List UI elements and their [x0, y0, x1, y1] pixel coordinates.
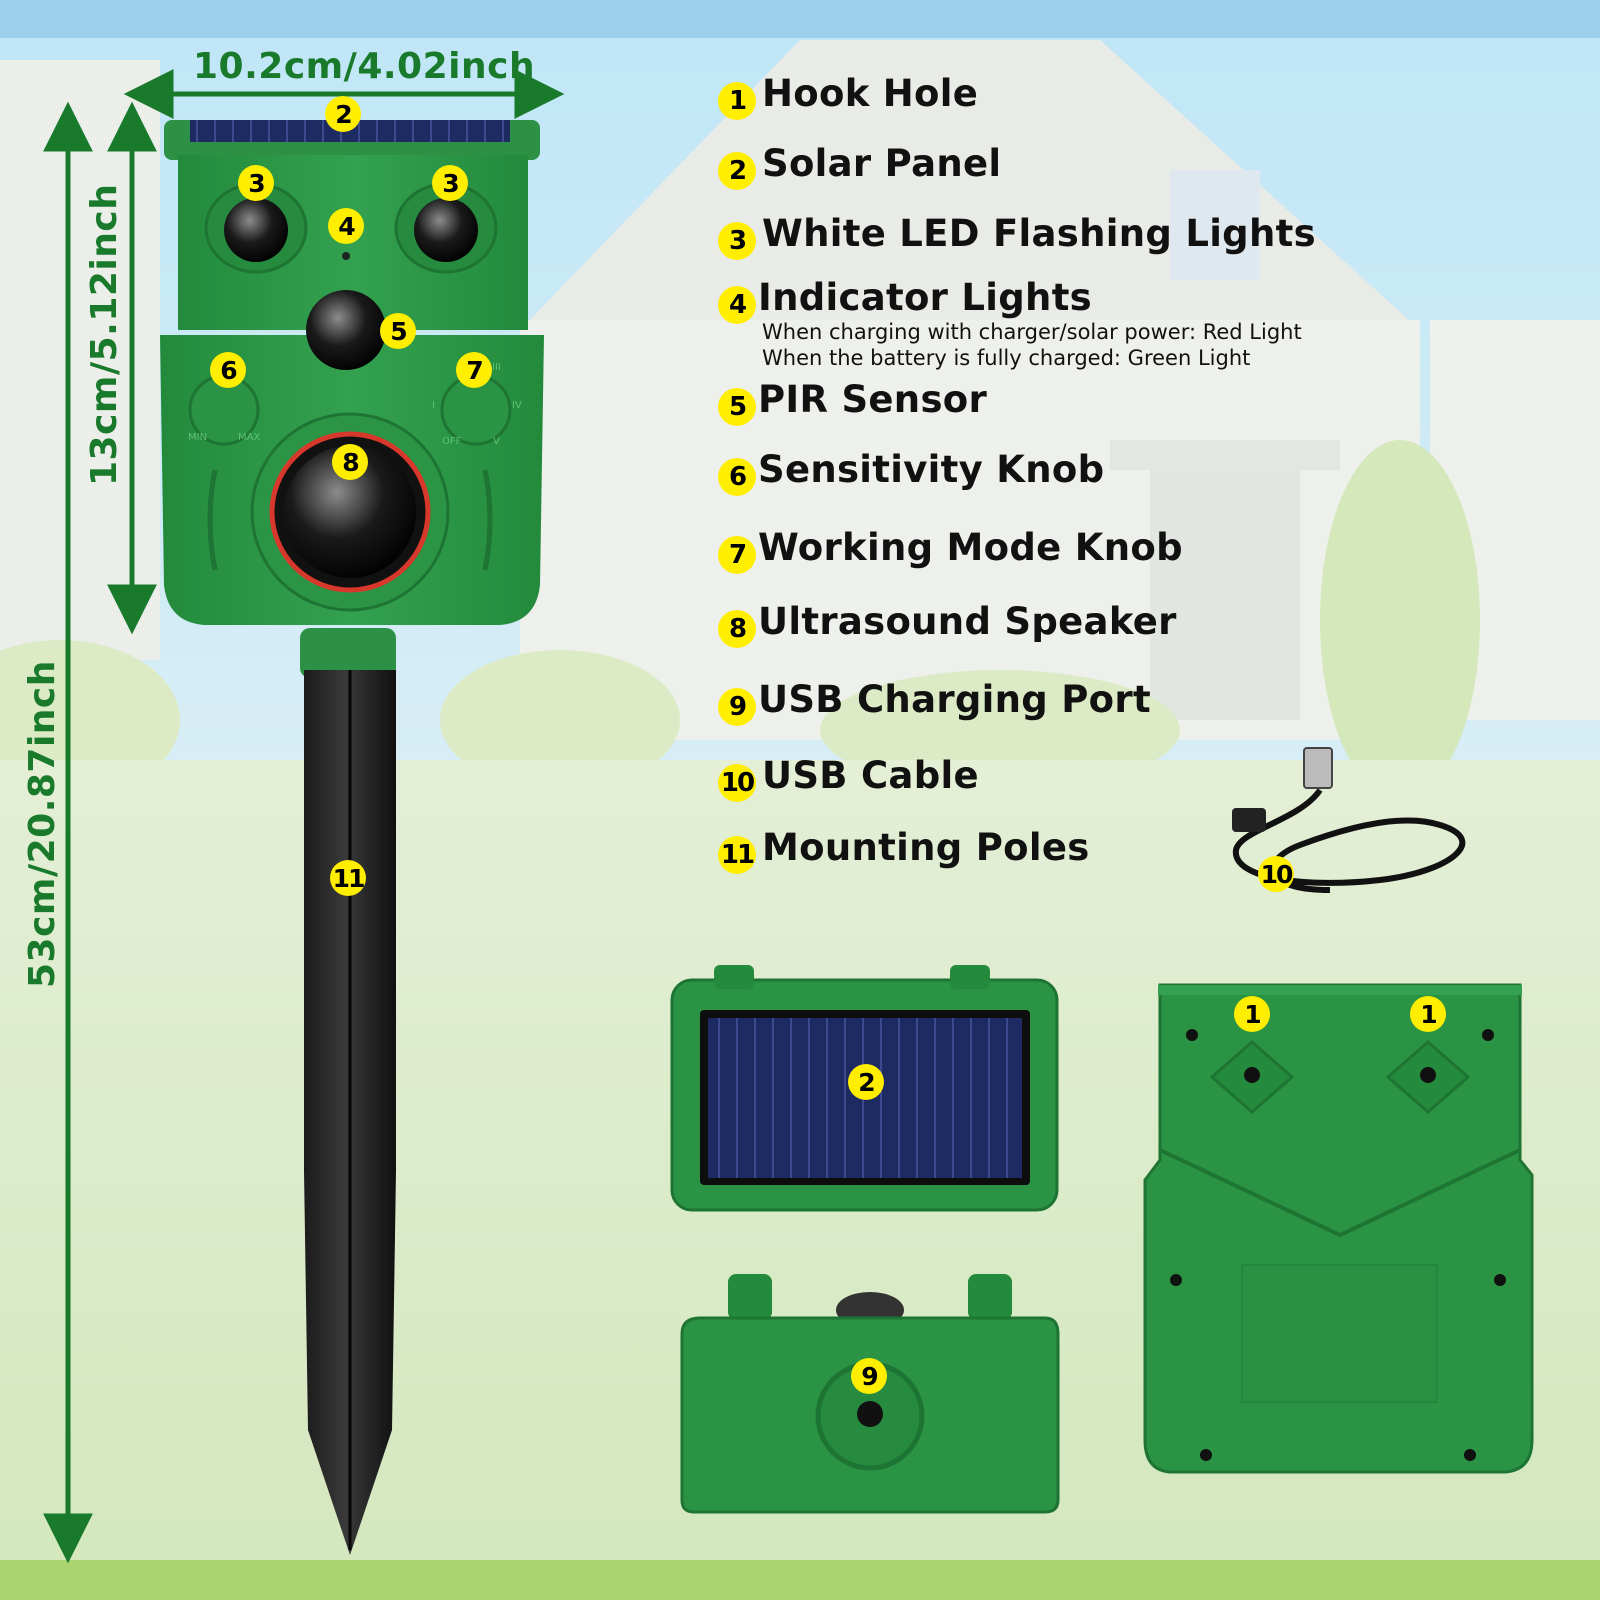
callout-badge: 6: [210, 352, 246, 388]
callout-badge: 7: [456, 352, 492, 388]
legend-number: 9: [718, 688, 756, 726]
legend-item: 10 USB Cable: [718, 754, 979, 802]
legend-number: 10: [718, 764, 756, 802]
callout-badge: 3: [432, 165, 468, 201]
legend-label: Ultrasound Speaker: [758, 600, 1177, 643]
top-strip: [0, 0, 1600, 38]
knob-label-iv: IV: [512, 400, 522, 411]
legend-number: 2: [718, 152, 756, 190]
legend-number: 4: [718, 286, 756, 324]
groove-right: [482, 469, 493, 571]
knob-label-iii: III: [492, 362, 501, 373]
usb-cable: [1232, 788, 1466, 893]
bottom-view-knob-right: [968, 1274, 1012, 1320]
callout-badge: 2: [848, 1064, 884, 1100]
knob-label-max: MAX: [238, 432, 261, 443]
legend-number: 3: [718, 222, 756, 260]
total-height-dimension: 53cm/20.87inch: [22, 660, 63, 988]
legend-number: 1: [718, 82, 756, 120]
bottom-view-knob-left: [728, 1274, 772, 1320]
legend-item: 1 Hook Hole: [718, 72, 978, 120]
legend-label: Solar Panel: [762, 142, 1002, 185]
screw: [1200, 1449, 1212, 1461]
back-view-label-area: [1241, 1264, 1438, 1403]
legend-item: 4 Indicator Lights: [718, 276, 1092, 324]
legend-number: 7: [718, 536, 756, 574]
house-window: [1170, 170, 1260, 280]
callout-badge: 10: [1258, 856, 1294, 892]
callout-badge: 3: [238, 165, 274, 201]
callout-badge: 5: [380, 313, 416, 349]
pir-sensor: [306, 290, 386, 370]
legend-item: 3 White LED Flashing Lights: [718, 212, 1316, 260]
head-height-dimension: 13cm/5.12inch: [84, 183, 125, 486]
top-view-knob-left: [714, 965, 754, 989]
back-view-top-rim: [1158, 985, 1522, 995]
speaker-cone: [284, 446, 416, 578]
legend-item: 6 Sensitivity Knob: [718, 448, 1104, 496]
groove-left: [207, 469, 218, 571]
callout-badge: 11: [330, 860, 366, 896]
hook-keyhole-right: [1420, 1067, 1436, 1083]
shrub: [1320, 440, 1480, 800]
legend-label: Hook Hole: [762, 72, 979, 115]
led-left: [224, 198, 288, 262]
knob-label-min: MIN: [188, 432, 208, 443]
callout-badge: 9: [851, 1358, 887, 1394]
width-dimension: 10.2cm/4.02inch: [193, 46, 536, 87]
legend-label: PIR Sensor: [758, 378, 988, 421]
legend-label: Indicator Lights: [758, 276, 1093, 319]
legend-number: 5: [718, 388, 756, 426]
legend-item: 9 USB Charging Port: [718, 678, 1151, 726]
legend-number: 8: [718, 610, 756, 648]
callout-badge: 1: [1234, 996, 1270, 1032]
legend-label: Mounting Poles: [762, 826, 1090, 869]
screw: [1494, 1274, 1506, 1286]
screw: [1186, 1029, 1198, 1041]
shrub: [440, 650, 680, 790]
indicator-light: [342, 252, 350, 260]
callout-badge: 4: [328, 208, 364, 244]
callout-badge: 1: [1410, 996, 1446, 1032]
legend-item: 11 Mounting Poles: [718, 826, 1090, 874]
legend-item: 7 Working Mode Knob: [718, 526, 1183, 574]
top-view-knob-right: [950, 965, 990, 989]
legend-label: Sensitivity Knob: [758, 448, 1105, 491]
knob-label-v: V: [493, 436, 500, 447]
legend-item: 8 Ultrasound Speaker: [718, 600, 1177, 648]
legend-number: 6: [718, 458, 756, 496]
screw: [1464, 1449, 1476, 1461]
pole-collar: [300, 628, 396, 678]
house-door: [1150, 470, 1300, 720]
back-view-chevron: [1159, 1148, 1521, 1238]
house-porch: [1110, 440, 1340, 470]
indicator-note-charged: When the battery is fully charged: Green…: [762, 346, 1251, 370]
usb-port: [857, 1401, 883, 1427]
grass-strip: [0, 1560, 1600, 1600]
knob-label-off: OFF: [442, 436, 462, 447]
dc-plug: [1232, 808, 1266, 832]
legend-number: 11: [718, 836, 756, 874]
callout-badge: 8: [332, 444, 368, 480]
legend-label: USB Cable: [762, 754, 979, 797]
hook-keyhole-left: [1244, 1067, 1260, 1083]
legend-label: Working Mode Knob: [758, 526, 1183, 569]
solar-strip: [190, 120, 510, 142]
screw: [1482, 1029, 1494, 1041]
callout-badge: 2: [325, 96, 361, 132]
legend-item: 2 Solar Panel: [718, 142, 1001, 190]
usb-plug: [1303, 747, 1333, 789]
legend-label: White LED Flashing Lights: [762, 212, 1316, 255]
indicator-note-charging: When charging with charger/solar power: …: [762, 320, 1302, 344]
screw: [1170, 1274, 1182, 1286]
knob-label-i: I: [432, 400, 435, 411]
led-right: [414, 198, 478, 262]
legend-item: 5 PIR Sensor: [718, 378, 987, 426]
legend-label: USB Charging Port: [758, 678, 1151, 721]
